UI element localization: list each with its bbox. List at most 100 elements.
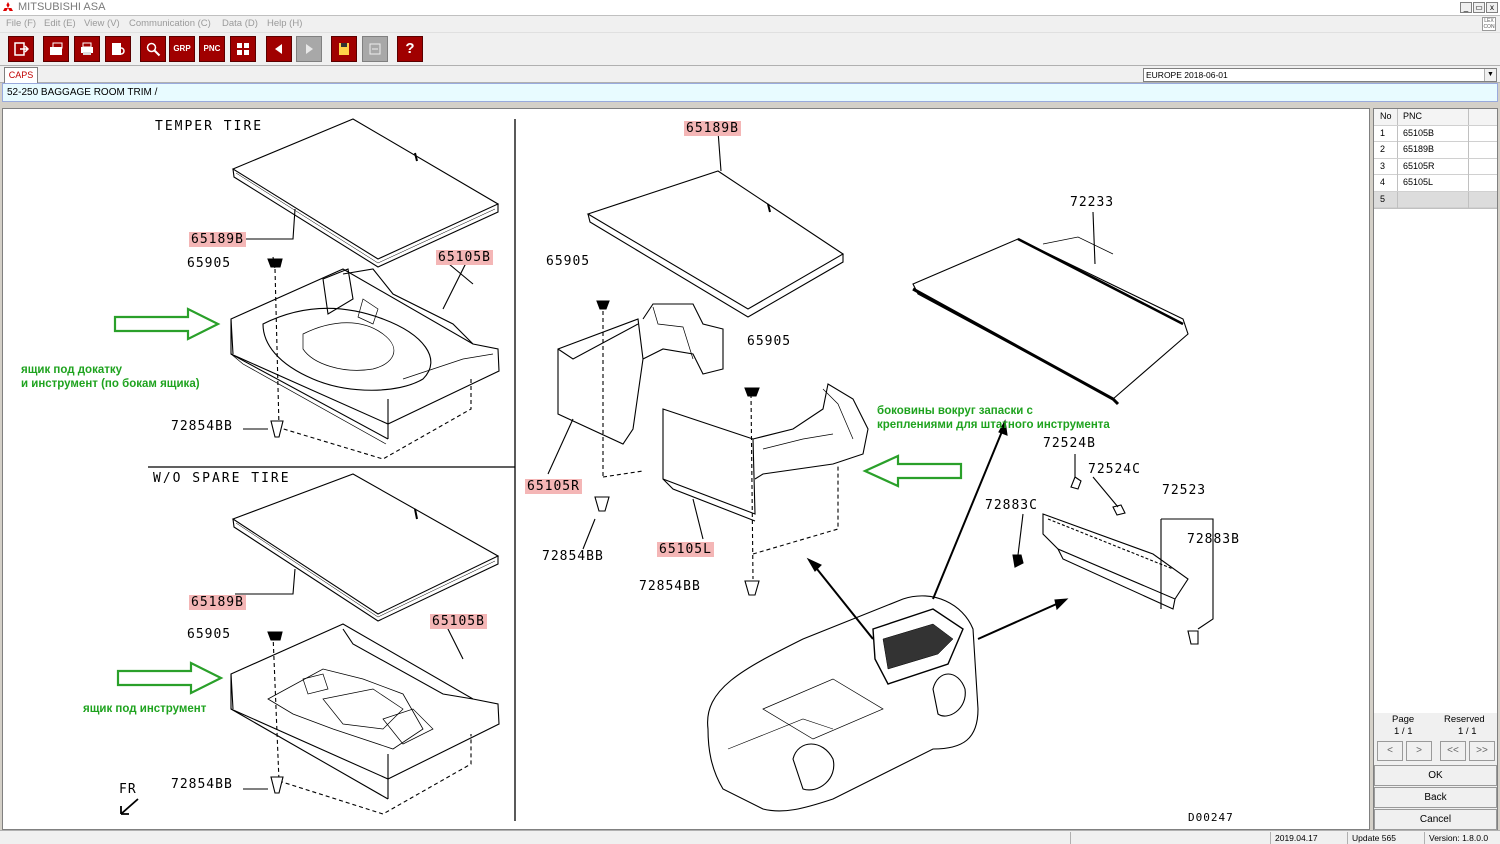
callout-72524c[interactable]: 72524C xyxy=(1088,462,1141,477)
window-title: MITSUBISHI ASA xyxy=(18,1,106,13)
callout-65105r[interactable]: 65105R xyxy=(525,479,582,494)
callout-65189b[interactable]: 65189B xyxy=(684,121,741,136)
reserved-value: 1 / 1 xyxy=(1458,726,1477,737)
callout-65905[interactable]: 65905 xyxy=(546,254,591,269)
row-no: 5 xyxy=(1374,191,1398,208)
menu-communication[interactable]: Communication (C) xyxy=(129,18,211,29)
restore-button[interactable]: ▭ xyxy=(1473,2,1485,13)
table-row[interactable]: 3 65105R xyxy=(1374,158,1497,175)
callout-65189b[interactable]: 65189B xyxy=(189,595,246,610)
mitsubishi-logo-icon xyxy=(3,2,13,11)
callout-65189b[interactable]: 65189B xyxy=(189,232,246,247)
reserved-label: Reserved xyxy=(1444,714,1485,725)
ok-button[interactable]: OK xyxy=(1374,765,1497,786)
page-next-button[interactable]: > xyxy=(1406,741,1432,761)
help-button[interactable]: ? xyxy=(397,36,423,62)
table-row[interactable]: 1 65105B xyxy=(1374,125,1497,142)
callout-72854bb[interactable]: 72854BB xyxy=(171,419,233,434)
minimize-button[interactable]: _ xyxy=(1460,2,1472,13)
row-pnc: 65189B xyxy=(1399,142,1469,158)
status-update: Update 565 xyxy=(1347,832,1424,844)
print-button[interactable] xyxy=(74,36,100,62)
region-date-select[interactable]: EUROPE 2018-06-01 ▼ xyxy=(1143,68,1497,82)
row-pnc: 65105B xyxy=(1399,125,1469,142)
table-header: No PNC xyxy=(1374,109,1497,126)
callout-65105b[interactable]: 65105B xyxy=(430,614,487,629)
lexicon-icon[interactable]: LEX CON xyxy=(1482,17,1496,31)
fr-direction-label: FR xyxy=(119,782,137,797)
tab-caps[interactable]: CAPS xyxy=(4,67,38,83)
next-button[interactable] xyxy=(296,36,322,62)
page-label: Page xyxy=(1392,714,1415,725)
note-side-panels: боковины вокруг запаски с креплениями дл… xyxy=(877,405,1110,431)
section-title-temper-tire: TEMPER TIRE xyxy=(155,119,264,134)
pnc-panel: No PNC 1 65105B 2 65189B 3 65105R 4 6510… xyxy=(1373,108,1498,830)
menu-help[interactable]: Help (H) xyxy=(267,18,303,29)
callout-72854bb[interactable]: 72854BB xyxy=(639,579,701,594)
note-tool-box: ящик под инструмент xyxy=(83,703,207,715)
printer-icon xyxy=(81,42,93,55)
group-path-bar: 52-250 BAGGAGE ROOM TRIM / xyxy=(2,83,1498,102)
row-pnc xyxy=(1399,191,1469,208)
print-preview-button[interactable] xyxy=(105,36,131,62)
header-no[interactable]: No xyxy=(1374,109,1398,125)
transfer-button[interactable] xyxy=(362,36,388,62)
callout-65105b[interactable]: 65105B xyxy=(436,250,493,265)
callout-72883c[interactable]: 72883C xyxy=(985,498,1038,513)
toolbar: GRP PNC ? xyxy=(0,32,1500,66)
row-no: 3 xyxy=(1374,158,1398,175)
pnc-button[interactable]: PNC xyxy=(199,36,225,62)
table-empty-area xyxy=(1374,208,1497,713)
menu-file[interactable]: File (F) xyxy=(6,18,37,29)
callout-65905[interactable]: 65905 xyxy=(187,256,232,271)
arrow-right-icon xyxy=(306,44,313,54)
catalog-button[interactable] xyxy=(43,36,69,62)
grp-button[interactable]: GRP xyxy=(169,36,195,62)
close-button[interactable]: x xyxy=(1486,2,1498,13)
row-pnc: 65105L xyxy=(1399,175,1469,191)
callout-65905[interactable]: 65905 xyxy=(187,627,232,642)
page-value: 1 / 1 xyxy=(1394,726,1413,737)
zoom-button[interactable] xyxy=(140,36,166,62)
pnc-table: No PNC 1 65105B 2 65189B 3 65105R 4 6510… xyxy=(1374,109,1497,713)
note-tire-tool-box: ящик под докатку и инструмент (по бокам … xyxy=(21,364,200,390)
table-row[interactable]: 2 65189B xyxy=(1374,142,1497,159)
diagram-code: D00247 xyxy=(1188,811,1234,824)
menu-edit[interactable]: Edit (E) xyxy=(44,18,76,29)
page-prev-button[interactable]: < xyxy=(1377,741,1403,761)
status-bar: 2019.04.17 Update 565 Version: 1.8.0.0 xyxy=(0,830,1500,844)
exploded-diagram xyxy=(113,118,1214,821)
save-button[interactable] xyxy=(331,36,357,62)
parts-illustration[interactable]: TEMPER TIRE W/O SPARE TIRE 65189B 65905 … xyxy=(2,108,1370,830)
grid-view-button[interactable] xyxy=(230,36,256,62)
previous-button[interactable] xyxy=(266,36,292,62)
callout-72854bb[interactable]: 72854BB xyxy=(542,549,604,564)
page-first-button[interactable]: << xyxy=(1440,741,1466,761)
callout-72854bb[interactable]: 72854BB xyxy=(171,777,233,792)
callout-72524b[interactable]: 72524B xyxy=(1043,436,1096,451)
row-pnc: 65105R xyxy=(1399,158,1469,175)
callout-65105l[interactable]: 65105L xyxy=(657,542,714,557)
back-button[interactable]: Back xyxy=(1374,787,1497,808)
region-date-value: EUROPE 2018-06-01 xyxy=(1146,70,1228,80)
chevron-down-icon[interactable]: ▼ xyxy=(1484,69,1496,81)
magnifier-icon xyxy=(146,42,161,57)
callout-72523[interactable]: 72523 xyxy=(1162,483,1207,498)
table-row[interactable]: 5 xyxy=(1374,191,1497,208)
callout-72233[interactable]: 72233 xyxy=(1070,195,1115,210)
callout-72883b[interactable]: 72883B xyxy=(1187,532,1240,547)
exit-button[interactable] xyxy=(8,36,34,62)
print-preview-icon xyxy=(112,43,125,55)
menu-view[interactable]: View (V) xyxy=(84,18,120,29)
row-no: 4 xyxy=(1374,175,1398,191)
cancel-button[interactable]: Cancel xyxy=(1374,809,1497,830)
header-pnc[interactable]: PNC xyxy=(1399,109,1469,125)
table-row[interactable]: 4 65105L xyxy=(1374,175,1497,192)
section-title-wo-spare-tire: W/O SPARE TIRE xyxy=(153,471,291,486)
grid-icon xyxy=(237,43,249,55)
transfer-icon xyxy=(369,43,381,55)
row-no: 2 xyxy=(1374,142,1398,158)
callout-65905[interactable]: 65905 xyxy=(747,334,792,349)
menu-data[interactable]: Data (D) xyxy=(222,18,258,29)
page-last-button[interactable]: >> xyxy=(1469,741,1495,761)
